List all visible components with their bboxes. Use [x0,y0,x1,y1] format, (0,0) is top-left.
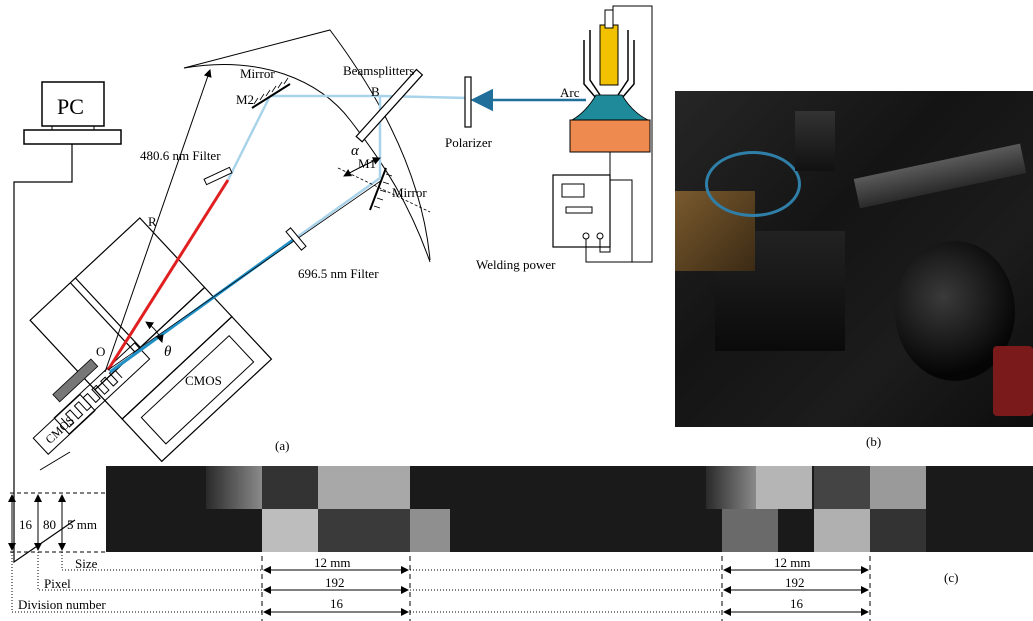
spectral-image-strip [106,466,1033,552]
pc-label: PC [57,94,84,119]
mirror-top-label: Mirror [240,66,275,81]
dim-5mm-label: 5 mm [67,517,97,532]
pixel-left-value: 192 [325,575,345,590]
div-left-value: 16 [330,596,344,611]
filter-696-label: 696.5 nm Filter [298,266,379,281]
polarizer [465,77,471,127]
workpiece [570,120,650,152]
dim-16-label: 16 [19,517,33,532]
size-right-value: 12 mm [774,555,810,570]
div-right-value: 16 [790,596,804,611]
b-label: B [371,84,380,99]
light-beam-m2-filter [228,96,270,180]
arc-label: Arc [560,85,580,100]
dim-80-label: 80 [43,517,56,532]
cmos-box: CMOS [33,394,95,454]
setup-photograph [675,91,1033,427]
welding-power-supply [553,152,632,262]
svg-text:CMOS: CMOS [43,413,77,446]
beamsplitters-label: Beamsplitters [343,63,415,78]
mirror-m2 [252,78,290,108]
pixel-right-value: 192 [785,575,805,590]
m2-label: M2 [236,92,254,107]
cmos-label: CMOS [185,373,222,388]
division-number-label: Division number [18,597,106,612]
mirror-right-label: Mirror [392,185,427,200]
r-label: R [148,214,157,229]
polarizer-label: Polarizer [445,135,493,150]
panel-a-label: (a) [275,438,289,453]
m1-label: M1 [358,156,376,171]
size-left-value: 12 mm [314,555,350,570]
panel-c-label: (c) [944,570,958,585]
filter-696 [286,228,306,250]
pc-cable [14,144,75,562]
filter-480-label: 480.6 nm Filter [140,148,221,163]
beamsplitter [356,70,422,142]
o-label: O [96,344,105,359]
light-beam-m1-filter [293,178,380,240]
theta-label: θ [164,344,172,360]
size-label: Size [75,556,98,571]
pixel-label: Pixel [44,576,71,591]
welding-power-label: Welding power [476,257,556,272]
panel-b-label: (b) [866,434,881,449]
pc-computer: PC [24,82,121,144]
red-beam [108,180,228,370]
